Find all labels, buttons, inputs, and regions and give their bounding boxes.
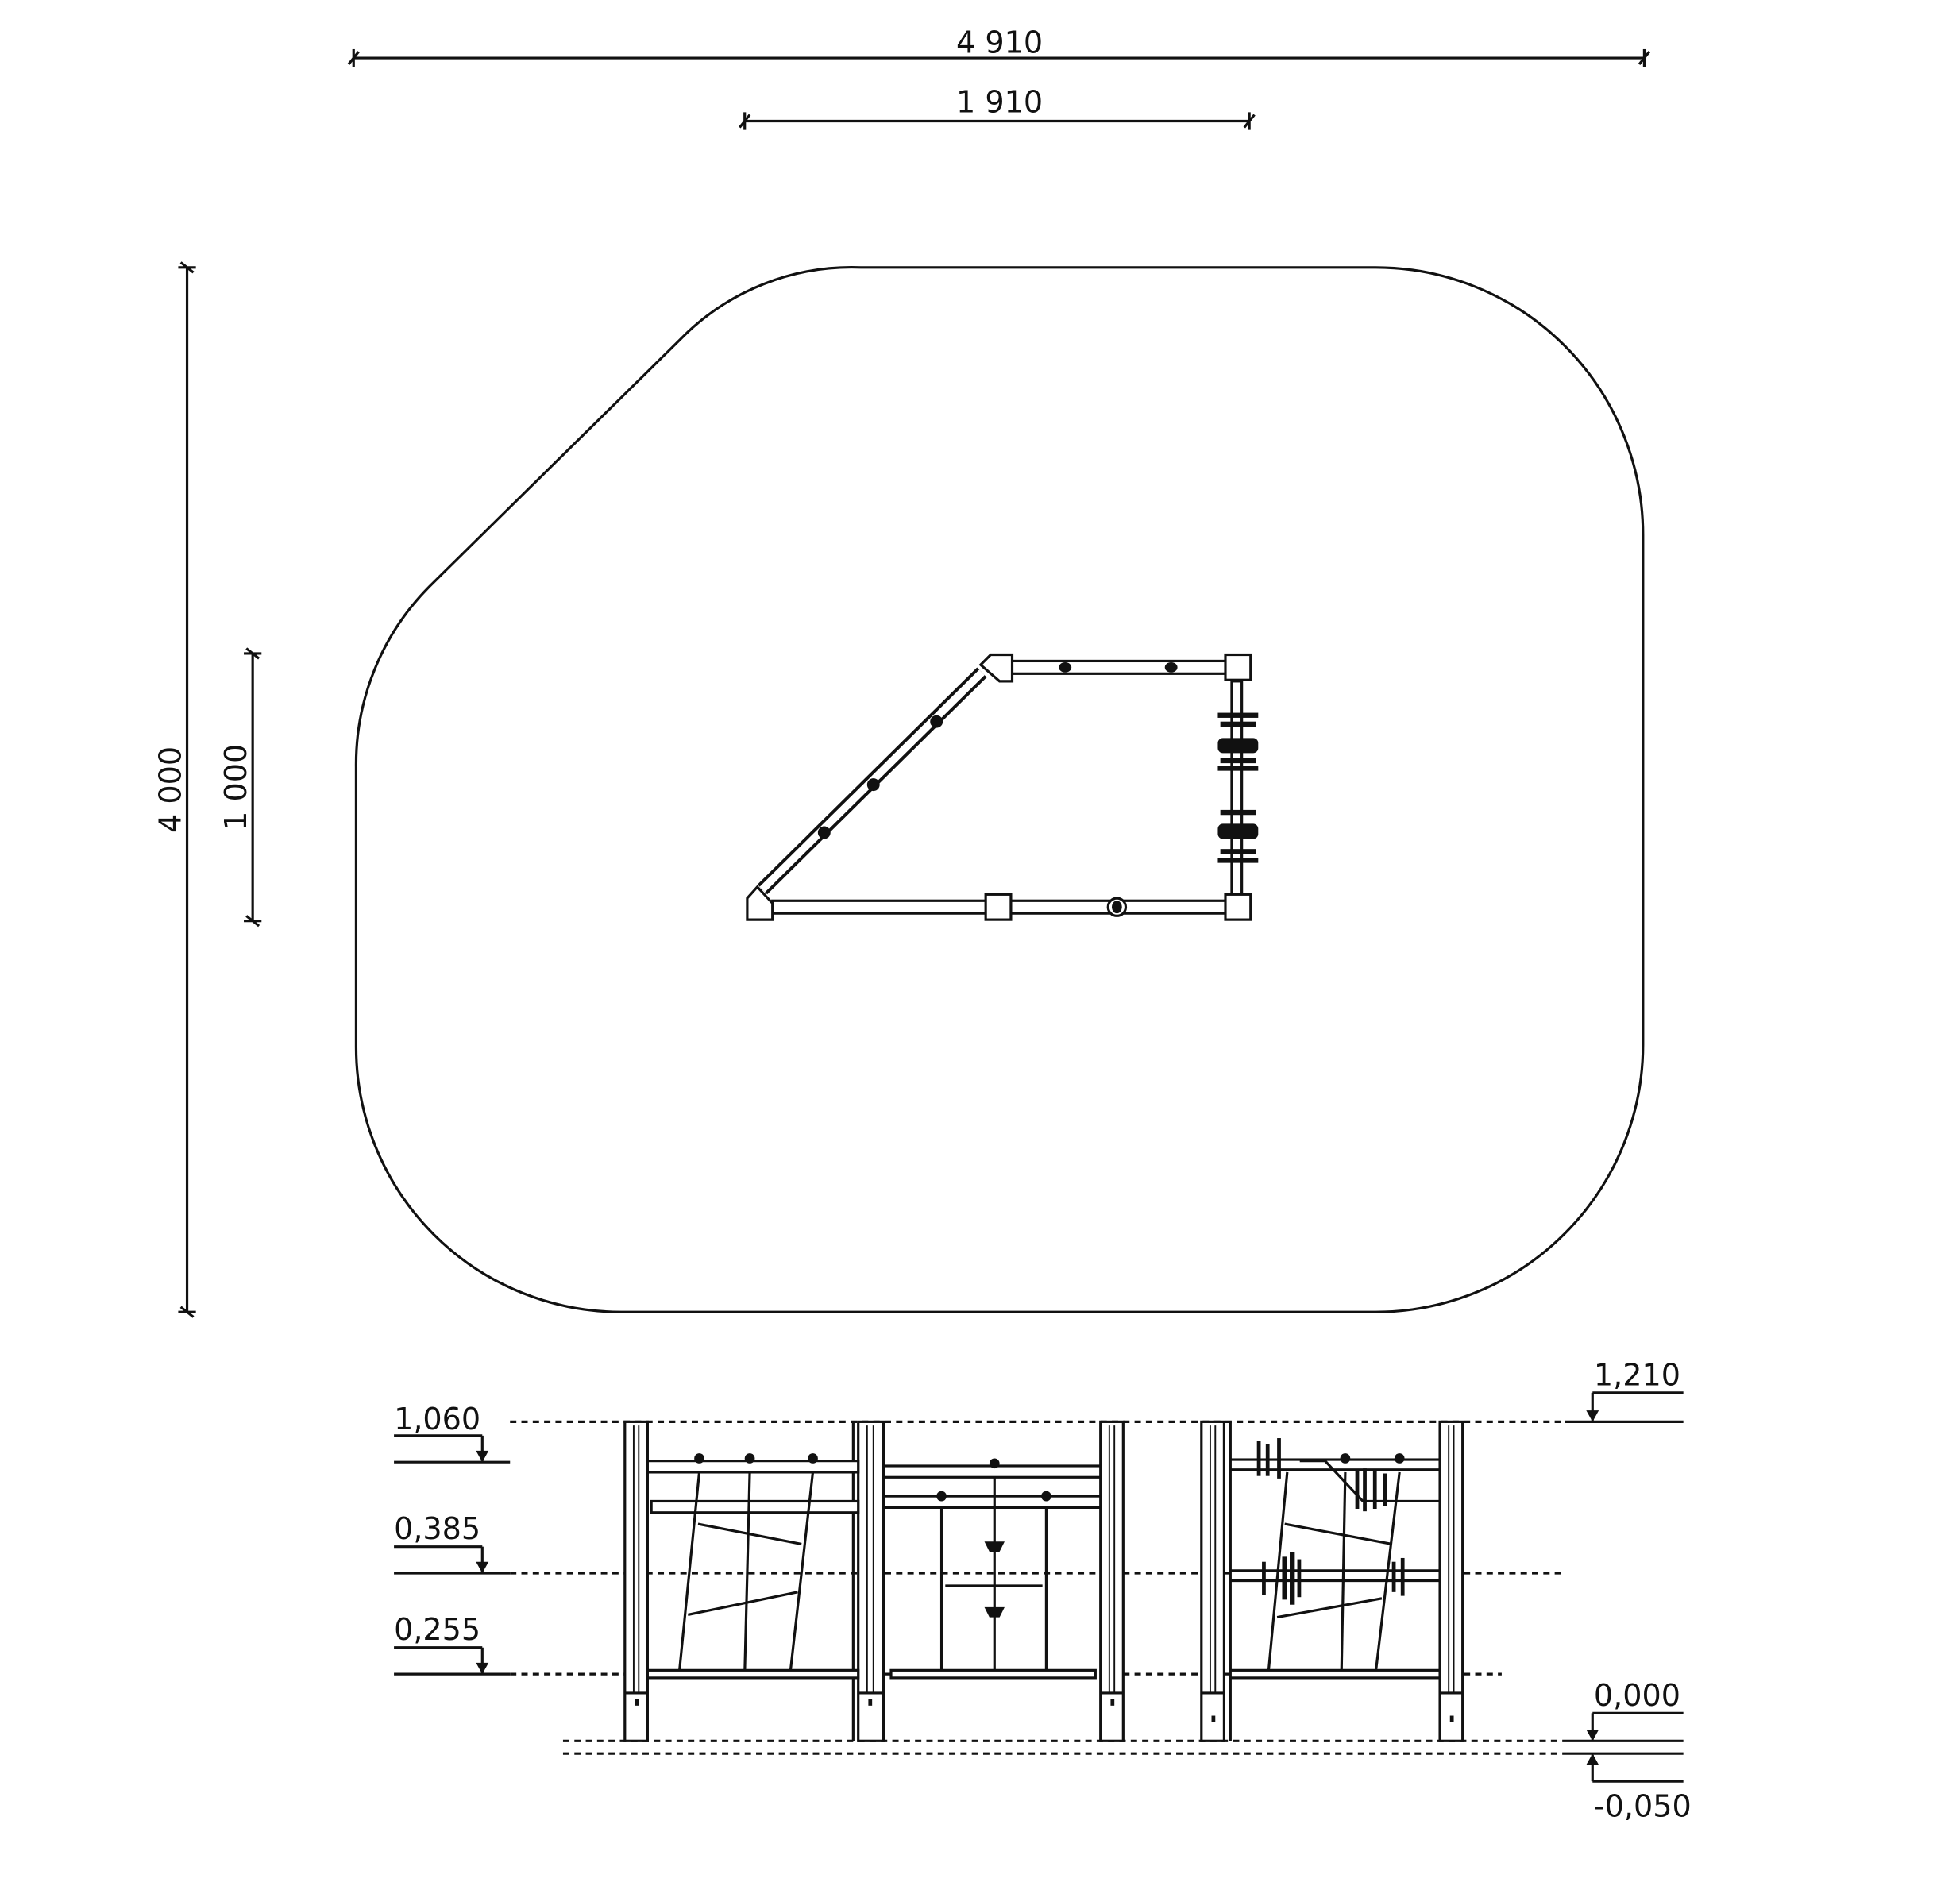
- dimension-label: 1 000: [218, 744, 253, 831]
- post: [1200, 1420, 1232, 1742]
- equipment-elevation: [623, 1420, 1464, 1742]
- dimension-equipment-depth: 1 000: [218, 646, 263, 928]
- dimension-label: 4 910: [956, 25, 1043, 60]
- level-marker-1060: 1,060: [394, 1402, 511, 1464]
- post: [1099, 1420, 1125, 1742]
- dimension-label: 4 000: [153, 746, 188, 833]
- post: [1438, 1420, 1464, 1742]
- dimension-label: 1 910: [956, 84, 1043, 119]
- equipment-plan: [746, 653, 1259, 921]
- level-marker-minus0050: -0,050: [1565, 1752, 1692, 1824]
- svg-text:0,000: 0,000: [1594, 1678, 1680, 1713]
- level-marker-0255: 0,255: [394, 1612, 511, 1676]
- level-marker-1210: 1,210: [1565, 1357, 1684, 1423]
- level-marker-0385: 0,385: [394, 1511, 511, 1575]
- svg-text:1,060: 1,060: [394, 1402, 480, 1437]
- svg-text:1,210: 1,210: [1594, 1357, 1680, 1392]
- dimension-equipment-width: 1 910: [738, 84, 1256, 132]
- svg-text:0,255: 0,255: [394, 1612, 480, 1647]
- post: [623, 1420, 649, 1742]
- safety-zone-outline: [354, 265, 1645, 1313]
- level-marker-0000: 0,000: [1565, 1678, 1684, 1742]
- post: [851, 1420, 885, 1742]
- dimension-overall-depth: 4 000: [153, 260, 198, 1319]
- svg-text:0,385: 0,385: [394, 1511, 480, 1546]
- dimension-overall-width: 4 910: [347, 25, 1651, 68]
- svg-text:-0,050: -0,050: [1594, 1789, 1692, 1824]
